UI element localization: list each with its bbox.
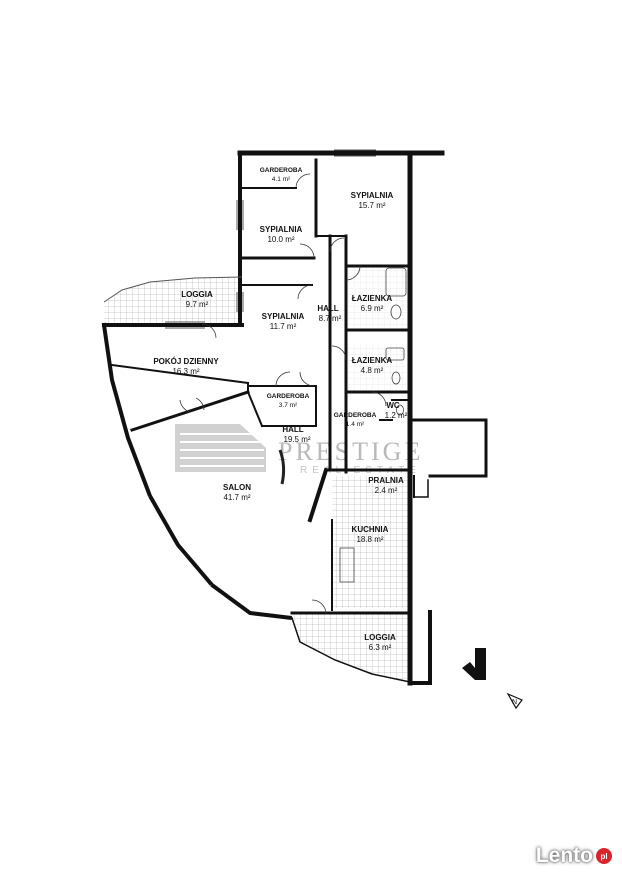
- loggia-south-tiles: [292, 613, 410, 682]
- room-area-garderoba-2: 3.7 m²: [279, 402, 298, 409]
- room-name-pokoj-dzienny: POKÓJ DZIENNY: [153, 357, 219, 366]
- room-name-sypialnia-1: SYPIALNIA: [351, 191, 394, 200]
- lento-logo-suffix: pl: [600, 851, 608, 861]
- room-area-wc: 1.2 m²: [385, 411, 408, 420]
- lento-badge: Lento pl: [536, 844, 612, 868]
- room-area-loggia-1: 9.7 m²: [186, 300, 209, 309]
- room-name-sypialnia-2: SYPIALNIA: [260, 225, 303, 234]
- windows: [165, 149, 376, 329]
- watermark-logo: [175, 424, 266, 472]
- watermark-title: PRESTIGE: [278, 437, 423, 466]
- room-area-garderoba-3: 1.4 m²: [346, 421, 365, 428]
- room-area-pokoj-dzienny: 16.3 m²: [172, 367, 199, 376]
- room-area-garderoba-1: 4.1 m²: [272, 176, 291, 183]
- room-name-sypialnia-3: SYPIALNIA: [262, 312, 305, 321]
- walls: [101, 150, 488, 686]
- room-name-garderoba-3: GARDEROBA: [334, 412, 377, 419]
- room-labels: GARDEROBA 4.1 m² SYPIALNIA 15.7 m² SYPIA…: [153, 167, 407, 652]
- room-area-sypialnia-3: 11.7 m²: [270, 322, 297, 331]
- room-area-sypialnia-1: 15.7 m²: [358, 201, 385, 210]
- room-name-hall-1: HALL: [317, 304, 338, 313]
- room-area-hall-2: 19.5 m²: [283, 435, 310, 444]
- room-area-loggia-2: 6.3 m²: [369, 643, 392, 652]
- doors: [179, 173, 387, 615]
- room-name-wc: WC: [386, 401, 400, 410]
- room-name-garderoba-2: GARDEROBA: [267, 393, 310, 400]
- room-name-hall-2: HALL: [282, 425, 303, 434]
- bath-tiles-2: [348, 344, 406, 390]
- loggia-railing: [103, 276, 243, 303]
- room-name-loggia-2: LOGGIA: [364, 633, 396, 642]
- room-area-lazienka-2: 4.8 m²: [361, 366, 384, 375]
- north-arrow-icon: [506, 692, 523, 710]
- room-area-sypialnia-2: 10.0 m²: [267, 235, 294, 244]
- room-name-salon: SALON: [223, 483, 251, 492]
- loggia-north-tiles: [104, 277, 242, 324]
- room-name-pralnia: PRALNIA: [368, 476, 404, 485]
- lento-logo-text: Lento: [535, 844, 593, 867]
- room-area-hall-1: 8.7 m²: [319, 314, 342, 323]
- north-arrow: N: [506, 692, 523, 710]
- kitchen-tiles: [332, 476, 412, 608]
- room-name-lazienka-2: ŁAZIENKA: [352, 356, 393, 365]
- north-arrow-label: N: [512, 699, 517, 706]
- hall-curve: [278, 449, 286, 485]
- lento-logo-icon: pl: [596, 848, 612, 864]
- room-name-lazienka-1: ŁAZIENKA: [352, 294, 393, 303]
- room-area-pralnia: 2.4 m²: [375, 486, 398, 495]
- room-area-salon: 41.7 m²: [223, 493, 250, 502]
- bath-fixtures: [339, 267, 407, 583]
- room-name-loggia-1: LOGGIA: [181, 290, 213, 299]
- room-name-garderoba-1: GARDEROBA: [260, 167, 303, 174]
- room-area-kuchnia: 18.8 m²: [356, 535, 383, 544]
- room-name-kuchnia: KUCHNIA: [352, 525, 389, 534]
- column-marker: [462, 648, 486, 680]
- room-area-lazienka-1: 6.9 m²: [361, 304, 384, 313]
